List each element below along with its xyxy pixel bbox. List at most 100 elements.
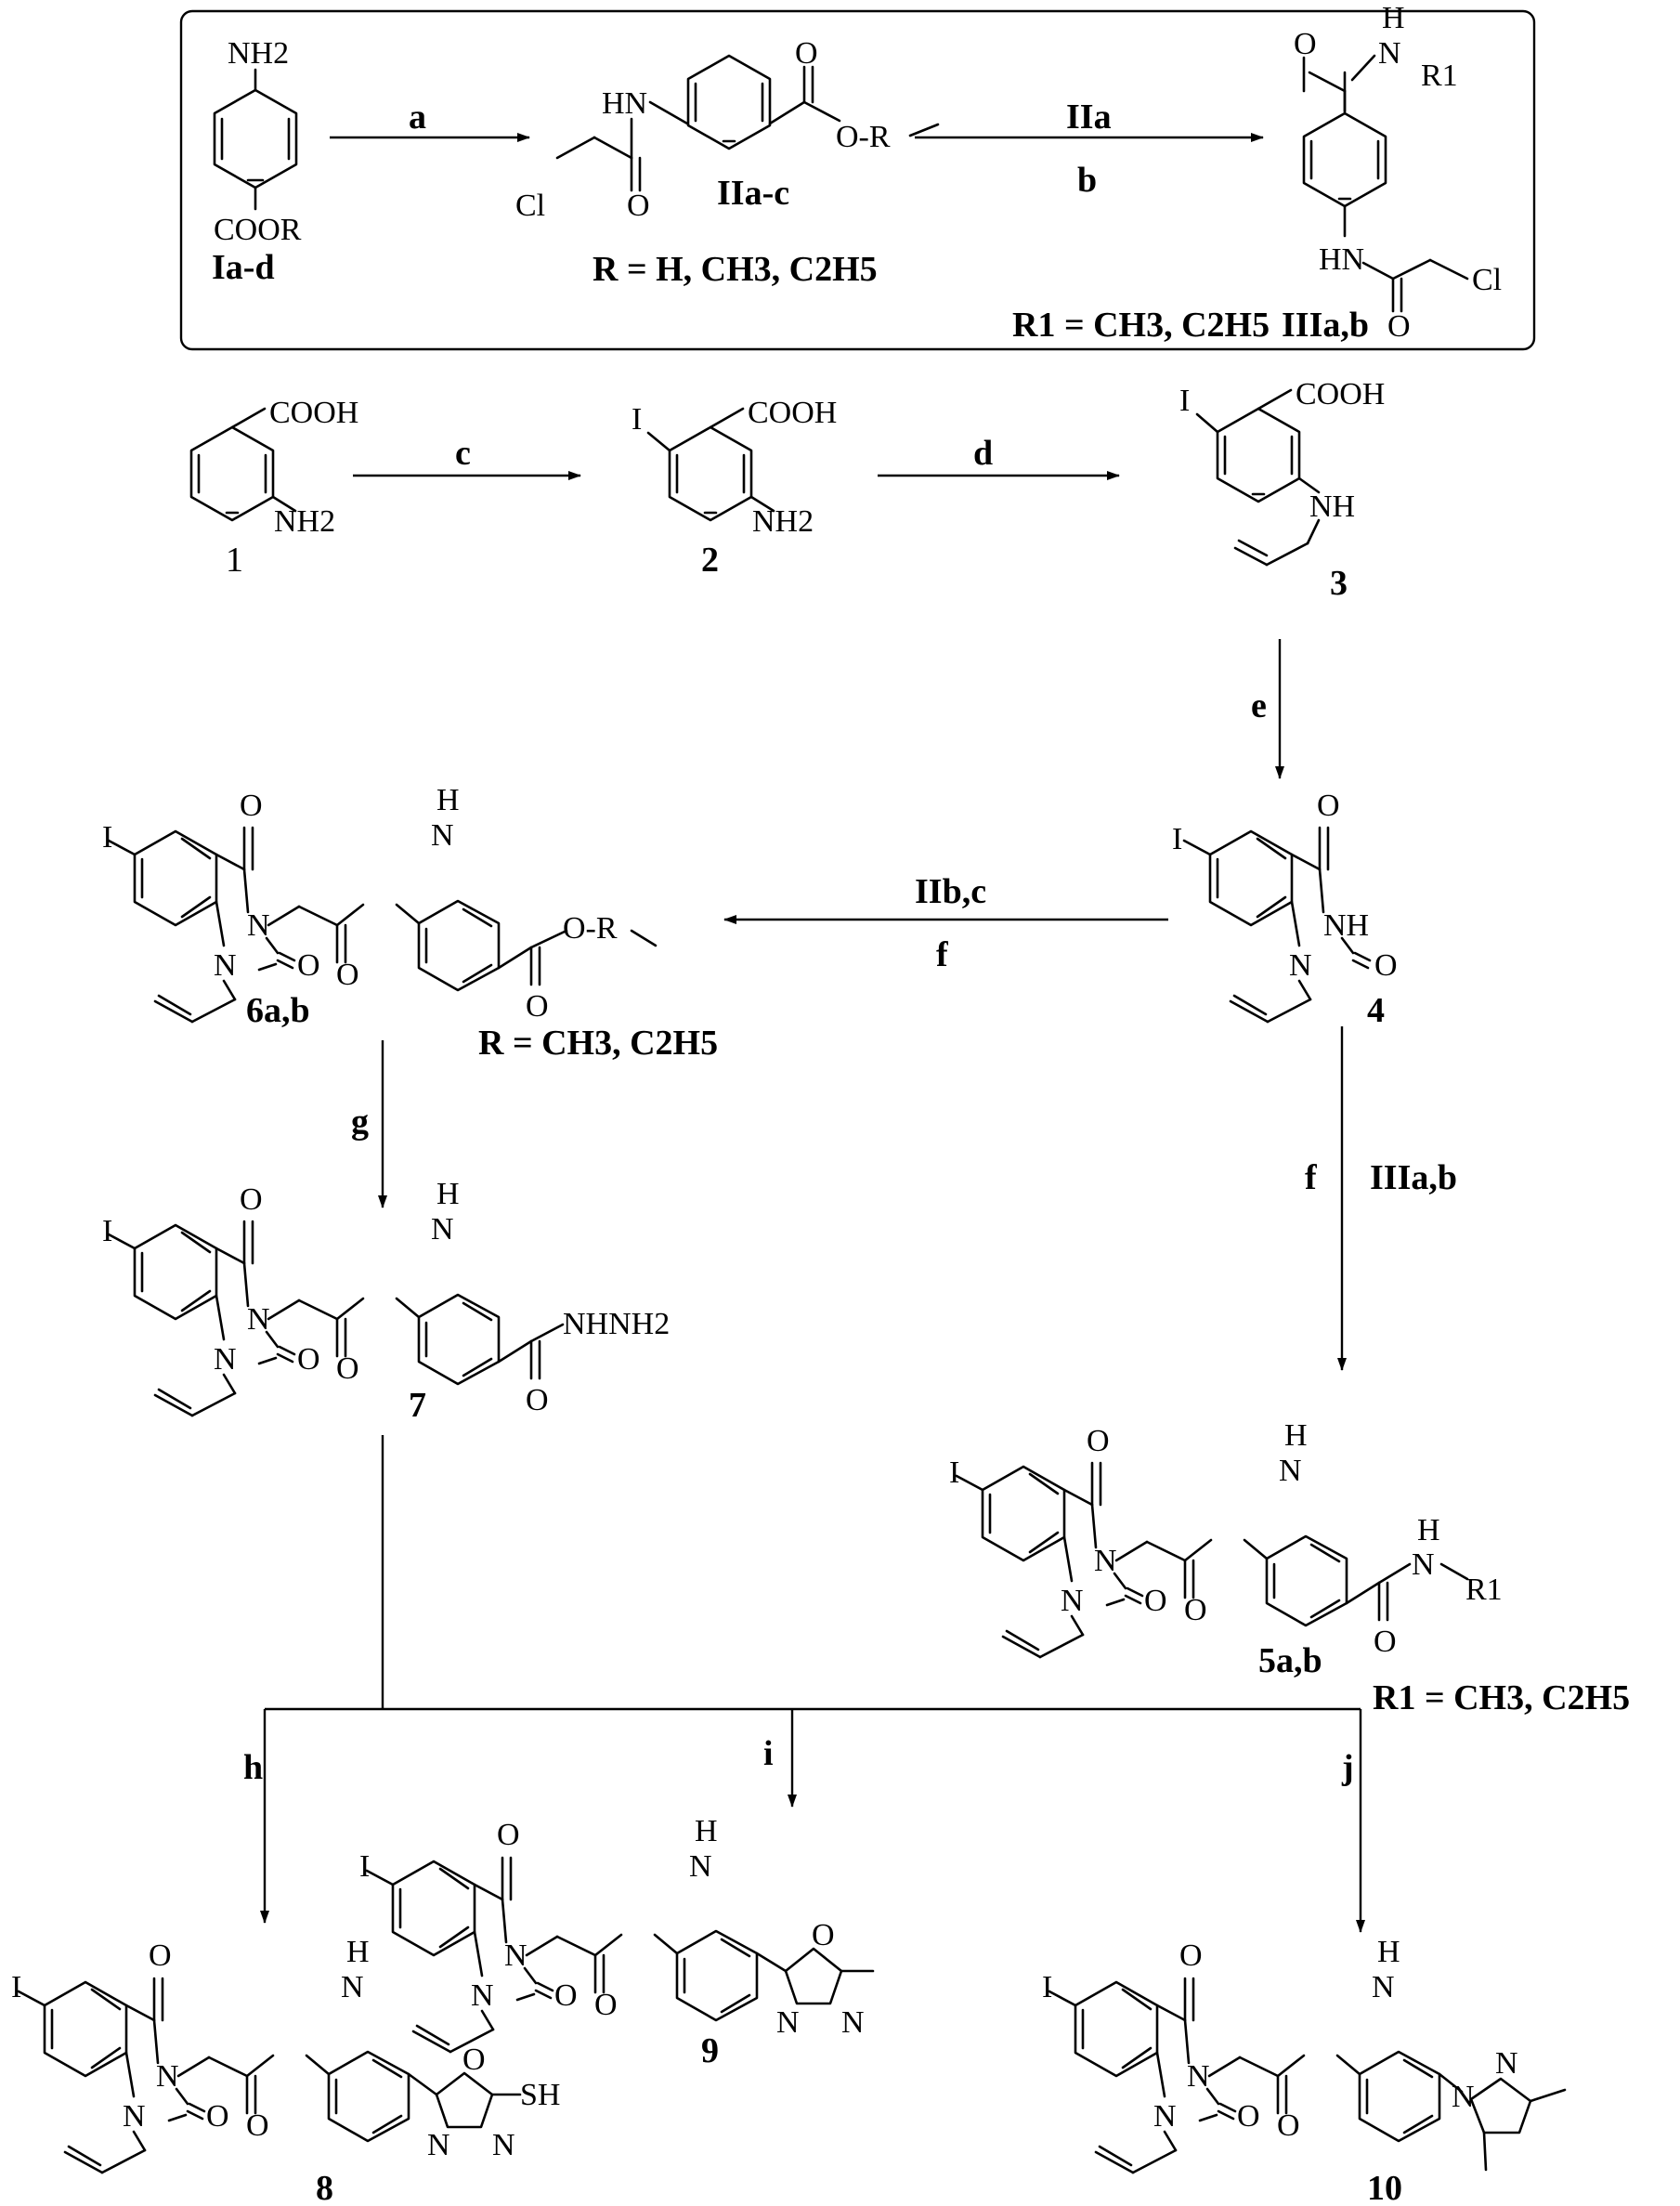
- compound-label-2: 2: [701, 541, 719, 580]
- n-label: N: [214, 1342, 237, 1377]
- n-label: N: [1372, 1970, 1395, 2004]
- compound-label-Ia-d: Ia-d: [212, 248, 275, 287]
- i-label: I: [359, 1849, 370, 1884]
- n-label: N: [156, 2059, 179, 2094]
- n-label: N: [1378, 36, 1401, 71]
- compound-label-8: 8: [316, 2169, 333, 2206]
- o-label: O: [1387, 309, 1411, 344]
- compound-6a-b: I O N O N O H N O O-R 6a,b R = CH3, C2H5: [102, 783, 718, 1063]
- i-label: I: [1179, 384, 1190, 418]
- o-r-label: O-R: [836, 120, 891, 154]
- n-label: N: [1187, 2059, 1210, 2094]
- compound-label-4: 4: [1367, 991, 1385, 1030]
- nh-label: NH: [1323, 908, 1369, 943]
- compound-label-7: 7: [409, 1386, 426, 1425]
- nh2-label: NH2: [752, 504, 814, 539]
- r-definition: R = H, CH3, C2H5: [593, 250, 878, 289]
- o-label: O: [336, 1351, 359, 1386]
- reagent-IIbc: IIb,c: [915, 872, 986, 911]
- step-label-b: b: [1077, 161, 1097, 200]
- compound-label-IIIa-b: IIIa,b: [1282, 306, 1369, 345]
- h-label: H: [436, 783, 460, 817]
- n-label: N: [1279, 1454, 1302, 1488]
- cooh-label: COOH: [748, 396, 837, 430]
- nh2-label: NH2: [228, 36, 289, 71]
- o-label: O: [554, 1978, 578, 2013]
- h-label: H: [1382, 1, 1405, 35]
- nh-label: NH: [1309, 489, 1355, 524]
- compound-4: I O NH O N 4: [1172, 789, 1398, 1030]
- step-label-c: c: [455, 434, 471, 473]
- o-label: O: [526, 989, 549, 1024]
- coor-label: COOR: [214, 213, 302, 247]
- o-label: O: [795, 36, 818, 71]
- n-label: N: [1061, 1584, 1084, 1618]
- o-label: O: [1184, 1593, 1207, 1627]
- sh-label: SH: [520, 2078, 560, 2112]
- o-r-label: O-R: [563, 911, 618, 946]
- n-label: N: [841, 2005, 865, 2040]
- reagent-IIa: IIa: [1066, 98, 1112, 137]
- n-label: N: [247, 1302, 270, 1337]
- i-label: I: [632, 402, 642, 437]
- n-label: N: [504, 1938, 527, 1973]
- hn-label: HN: [602, 86, 647, 121]
- n-label: N: [1495, 2046, 1518, 2081]
- o-label: O: [336, 958, 359, 992]
- reagent-IIIab: IIIa,b: [1370, 1158, 1457, 1197]
- compound-2: I COOH NH2 2: [632, 396, 837, 580]
- intermediate-box: [179, 9, 1536, 351]
- step-label-e: e: [1251, 686, 1267, 725]
- compound-label-3: 3: [1330, 564, 1348, 603]
- o-label: O: [240, 789, 263, 823]
- n-label: N: [776, 2005, 800, 2040]
- i-label: I: [1172, 822, 1182, 856]
- r1-label: R1: [1421, 59, 1458, 93]
- nh2-label: NH2: [274, 504, 335, 539]
- o-label: O: [627, 189, 650, 223]
- n-label: N: [471, 1978, 494, 2013]
- o-label: O: [240, 1182, 263, 1217]
- compound-label-IIa-c: IIa-c: [717, 174, 789, 213]
- n-label: N: [1153, 2099, 1177, 2134]
- n-label: N: [492, 2128, 515, 2162]
- step-label-i: i: [763, 1734, 774, 1773]
- n-label: N: [689, 1849, 712, 1884]
- n-label: N: [123, 2099, 146, 2134]
- compound-5a-b: I O N O N O H N O H N R1 5a,b R1 = CH3, …: [949, 1418, 1630, 1717]
- compound-IIa-c: Cl HN O O O-R IIa-c R = H, CH3, C2H5: [515, 36, 940, 289]
- compound-8: I O N O N O H N O N N SH 8: [11, 1935, 560, 2206]
- n-label: N: [431, 818, 454, 853]
- hn-label: HN: [1319, 242, 1364, 277]
- o-label: O: [1237, 2099, 1260, 2134]
- n-label: N: [1094, 1544, 1117, 1578]
- o-label: O: [812, 1918, 835, 1952]
- compound-label-5a-b: 5a,b: [1258, 1641, 1322, 1680]
- i-label: I: [102, 820, 112, 855]
- h-label: H: [1377, 1935, 1400, 1969]
- n-label: N: [431, 1212, 454, 1247]
- i-label: I: [949, 1455, 959, 1490]
- compound-label-1: 1: [226, 541, 243, 580]
- i-label: I: [102, 1214, 112, 1248]
- o-label: O: [1179, 1938, 1203, 1973]
- n-label: N: [427, 2128, 450, 2162]
- o-label: O: [1144, 1584, 1167, 1618]
- n-label: N: [214, 948, 237, 983]
- o-label: O: [206, 2099, 229, 2134]
- h-label: H: [695, 1814, 718, 1848]
- o-label: O: [1374, 1625, 1397, 1659]
- step-label-f: f: [936, 935, 949, 974]
- o-label: O: [149, 1938, 172, 1973]
- cooh-label: COOH: [269, 396, 358, 430]
- n-label: N: [1452, 2080, 1475, 2114]
- i-label: I: [11, 1970, 21, 2004]
- h-label: H: [436, 1177, 460, 1211]
- o-label: O: [297, 1342, 320, 1377]
- cooh-label: COOH: [1296, 377, 1385, 411]
- o-label: O: [1374, 948, 1398, 983]
- step-label-h: h: [243, 1748, 263, 1787]
- o-label: O: [1317, 789, 1340, 823]
- n-label: N: [247, 908, 270, 943]
